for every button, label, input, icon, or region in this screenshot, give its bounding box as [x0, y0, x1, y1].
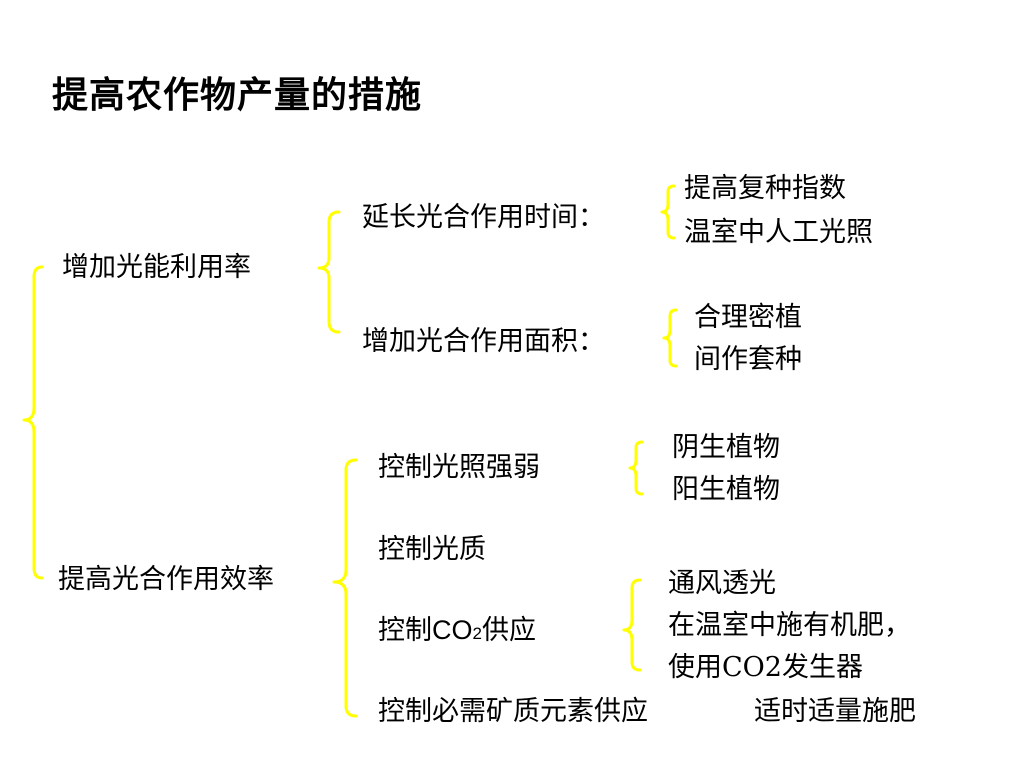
co2-brace: [622, 578, 642, 672]
co2-label-prefix: 控制: [378, 615, 432, 646]
co2-label: 控制CO2供应: [378, 610, 536, 654]
co2-label-co: CO: [432, 615, 473, 645]
co2-item-2: 在温室中施有机肥，: [668, 610, 911, 641]
light-energy-label: 增加光能利用率: [62, 252, 251, 283]
time-brace: [660, 184, 676, 240]
area-item-2: 间作套种: [694, 344, 802, 375]
minerals-label: 控制必需矿质元素供应: [378, 696, 648, 727]
efficiency-brace: [332, 458, 358, 718]
light-intensity-item-1: 阴生植物: [672, 432, 780, 463]
light-intensity-item-2: 阳生植物: [672, 474, 780, 505]
co2-item-3: 使用CO2发生器: [668, 652, 863, 683]
minerals-measure: 适时适量施肥: [754, 696, 916, 727]
light-intensity-brace: [628, 440, 644, 496]
main-brace: [22, 265, 44, 580]
co2-item-1: 通风透光: [668, 568, 776, 599]
co2-label-sub: 2: [472, 624, 482, 643]
page-title: 提高农作物产量的措施: [52, 75, 423, 116]
efficiency-label: 提高光合作用效率: [58, 564, 274, 595]
light-quality-label: 控制光质: [378, 534, 486, 565]
time-item-2: 温室中人工光照: [684, 217, 873, 248]
time-item-1: 提高复种指数: [684, 173, 846, 204]
time-label: 延长光合作用时间：: [362, 202, 605, 233]
area-label: 增加光合作用面积：: [362, 326, 605, 357]
area-brace: [662, 308, 678, 368]
light-intensity-label: 控制光照强弱: [378, 452, 540, 483]
co2-label-suffix: 供应: [481, 615, 536, 646]
area-item-1: 合理密植: [694, 302, 802, 333]
light-energy-brace: [317, 210, 341, 334]
